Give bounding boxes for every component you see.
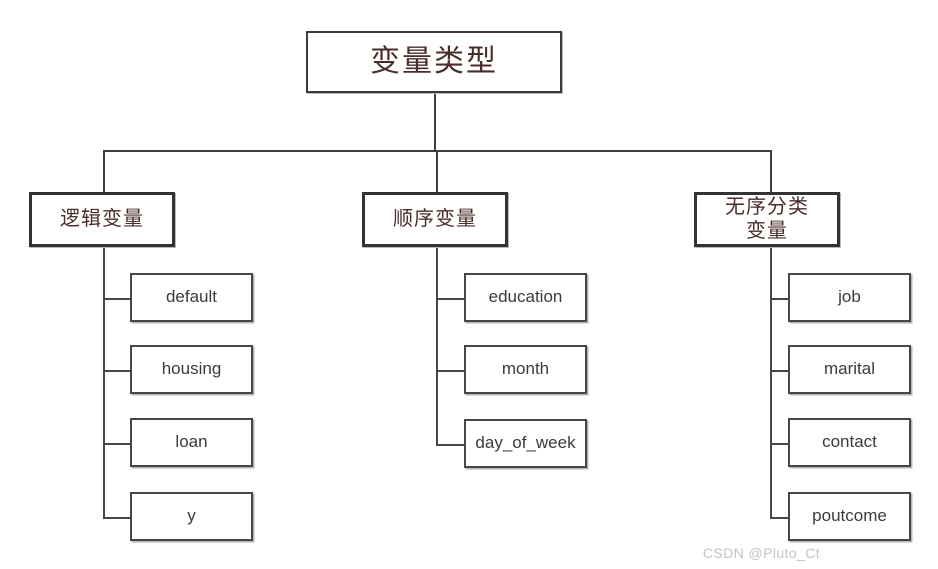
leaf-node-label: y bbox=[187, 506, 196, 526]
leaf-node-label: housing bbox=[161, 359, 222, 379]
branch-node-label: 逻辑变量 bbox=[60, 207, 144, 230]
leaf-stub-line-0-0 bbox=[103, 298, 132, 300]
branch-node-label: 无序分类 变量 bbox=[725, 195, 809, 242]
root-node-variable-type: 变量类型 bbox=[306, 31, 562, 93]
leaf-node-label: poutcome bbox=[812, 506, 887, 526]
branch-drop-line-2 bbox=[770, 150, 772, 194]
leaf-node-loan: loan bbox=[130, 418, 253, 467]
watermark: CSDN @Pluto_Ct bbox=[702, 545, 820, 561]
leaf-node-label: default bbox=[165, 287, 218, 307]
leaf-stub-line-2-1 bbox=[770, 370, 790, 372]
leaf-node-month: month bbox=[464, 345, 587, 394]
root-node-label: 变量类型 bbox=[370, 45, 498, 79]
leaf-node-poutcome: poutcome bbox=[788, 492, 911, 541]
branch-drop-line-0 bbox=[103, 150, 105, 194]
leaf-stub-line-1-0 bbox=[436, 298, 466, 300]
leaf-stub-line-0-3 bbox=[103, 517, 132, 519]
branch-node-0: 逻辑变量 bbox=[29, 192, 175, 247]
leaf-node-label: month bbox=[501, 359, 550, 379]
leaf-node-label: loan bbox=[175, 432, 208, 452]
leaf-node-y: y bbox=[130, 492, 253, 541]
leaf-stub-line-0-1 bbox=[103, 370, 132, 372]
branch-node-label: 顺序变量 bbox=[393, 207, 477, 230]
branch-node-1: 顺序变量 bbox=[362, 192, 508, 247]
leaf-node-housing: housing bbox=[130, 345, 253, 394]
branch-trunk-line-1 bbox=[436, 247, 438, 446]
leaf-node-label: contact bbox=[822, 432, 877, 452]
leaf-node-label: education bbox=[488, 287, 563, 307]
leaf-node-label: marital bbox=[823, 359, 875, 379]
leaf-node-contact: contact bbox=[788, 418, 911, 467]
leaf-node-job: job bbox=[788, 273, 911, 322]
branch-drop-line-1 bbox=[436, 150, 438, 194]
leaf-node-label: day_of_week bbox=[475, 433, 576, 453]
leaf-stub-line-2-0 bbox=[770, 298, 790, 300]
leaf-stub-line-0-2 bbox=[103, 443, 132, 445]
leaf-node-education: education bbox=[464, 273, 587, 322]
leaf-stub-line-2-2 bbox=[770, 443, 790, 445]
leaf-stub-line-2-3 bbox=[770, 517, 790, 519]
root-drop-line bbox=[434, 93, 436, 152]
leaf-stub-line-1-2 bbox=[436, 444, 466, 446]
leaf-node-marital: marital bbox=[788, 345, 911, 394]
leaf-node-day-of-week: day_of_week bbox=[464, 419, 587, 468]
branch-trunk-line-2 bbox=[770, 247, 772, 519]
leaf-node-label: job bbox=[838, 287, 861, 307]
leaf-node-default: default bbox=[130, 273, 253, 322]
branch-node-2: 无序分类 变量 bbox=[694, 192, 840, 247]
leaf-stub-line-1-1 bbox=[436, 370, 466, 372]
branch-trunk-line-0 bbox=[103, 247, 105, 519]
